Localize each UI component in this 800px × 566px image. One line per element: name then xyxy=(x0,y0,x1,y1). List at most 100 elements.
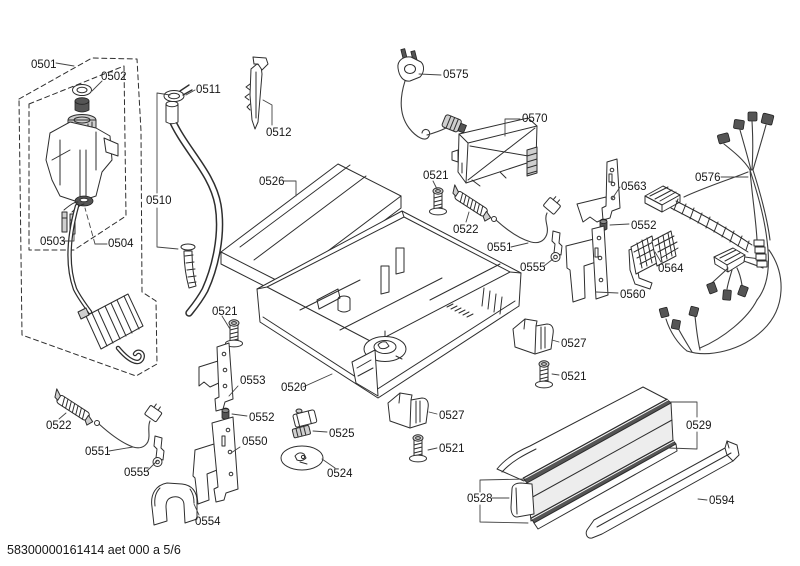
part-number-0555: 0555 xyxy=(520,262,546,274)
inlet-valve-assembly-region-0501 xyxy=(18,57,158,377)
callout-0570: 0570 xyxy=(504,113,548,137)
sensor-cable-0551-top xyxy=(491,196,561,244)
latch-0555-top xyxy=(550,230,563,262)
document-code: 58300000161414 aet 000 a 5/6 xyxy=(7,543,181,557)
power-cord-0575 xyxy=(397,48,467,140)
callout-0555-top: 0555 xyxy=(520,258,554,274)
bracket-0563 xyxy=(576,158,621,223)
part-number-0522: 0522 xyxy=(46,420,72,432)
part-number-0510: 0510 xyxy=(146,195,172,207)
part-number-0553: 0553 xyxy=(240,375,266,387)
screw-0521-right xyxy=(535,360,553,389)
clip-0552-left xyxy=(221,407,230,420)
callout-0575: 0575 xyxy=(418,69,469,81)
spring-0522-top xyxy=(446,184,496,224)
flow-heater-unit xyxy=(77,293,145,365)
part-number-0521: 0521 xyxy=(561,371,587,383)
part-number-0575: 0575 xyxy=(443,69,469,81)
callout-0521-left: 0521 xyxy=(212,306,238,330)
screw-0521-top xyxy=(429,187,447,216)
part-number-0594: 0594 xyxy=(709,495,735,507)
part-number-0554: 0554 xyxy=(195,516,221,528)
drain-spike-0512 xyxy=(244,56,269,130)
callout-0529: 0529 xyxy=(668,401,712,450)
sensor-cable-0551-left xyxy=(94,403,163,449)
callout-0522-top: 0522 xyxy=(453,211,479,236)
callout-0560: 0560 xyxy=(595,289,646,301)
latch-0555-left xyxy=(152,435,165,467)
microswitch-0525 xyxy=(291,408,318,439)
callout-0512: 0512 xyxy=(262,99,292,139)
callout-0521-right: 0521 xyxy=(551,371,587,383)
callout-0502: 0502 xyxy=(91,71,127,92)
callout-0501: 0501 xyxy=(31,59,75,71)
base-panel-assembly-0528 xyxy=(496,386,678,530)
part-number-0527: 0527 xyxy=(439,410,465,422)
corner-bracket-0554 xyxy=(151,482,198,526)
part-number-0521: 0521 xyxy=(439,443,465,455)
callout-0550: 0550 xyxy=(230,436,268,454)
part-number-0504: 0504 xyxy=(108,238,134,250)
callout-0551-left: 0551 xyxy=(85,446,134,458)
callout-0551-top: 0551 xyxy=(487,242,529,254)
part-number-0563: 0563 xyxy=(621,181,647,193)
callout-0564: 0564 xyxy=(654,251,684,275)
bracket-0560 xyxy=(565,225,609,303)
plinth-strip-0594 xyxy=(585,440,740,539)
part-number-0570: 0570 xyxy=(522,113,548,125)
wiring-harness-0576 xyxy=(644,111,782,355)
bracket-0550 xyxy=(192,416,239,505)
callout-0504: 0504 xyxy=(84,207,134,250)
part-number-0501: 0501 xyxy=(31,59,57,71)
cap-0502 xyxy=(72,84,92,96)
part-number-0502: 0502 xyxy=(101,71,127,83)
callout-0527-center: 0527 xyxy=(428,410,465,422)
part-number-0555: 0555 xyxy=(124,467,150,479)
part-number-0576: 0576 xyxy=(695,172,721,184)
part-number-0526: 0526 xyxy=(259,176,285,188)
part-number-0527: 0527 xyxy=(561,338,587,350)
terminal-block-0564 xyxy=(628,230,679,290)
part-number-0503: 0503 xyxy=(40,236,66,248)
aquastop-valve-assembly xyxy=(45,84,145,365)
part-number-0529: 0529 xyxy=(686,420,712,432)
part-number-0552: 0552 xyxy=(249,412,275,424)
part-number-0551: 0551 xyxy=(487,242,513,254)
callout-0520: 0520 xyxy=(281,373,333,394)
part-number-0511: 0511 xyxy=(196,84,221,96)
part-number-0552: 0552 xyxy=(631,220,657,232)
foot-0527-right xyxy=(512,318,554,355)
screw-0521-center xyxy=(409,434,427,463)
callout-0555-left: 0555 xyxy=(124,460,158,479)
inlet-hose-0510 xyxy=(165,100,224,317)
callout-0522-left: 0522 xyxy=(46,412,72,432)
sound-damper-disc-0524 xyxy=(280,445,324,471)
callout-0511: 0511 xyxy=(185,84,221,96)
part-number-0528: 0528 xyxy=(467,493,493,505)
part-number-0524: 0524 xyxy=(327,468,353,480)
callout-0510: 0510 xyxy=(146,92,179,250)
callout-0553: 0553 xyxy=(228,375,266,397)
part-number-0521: 0521 xyxy=(423,170,449,182)
callout-0528: 0528 xyxy=(467,478,529,524)
callout-0594: 0594 xyxy=(697,495,735,507)
callout-0521-top: 0521 xyxy=(423,170,449,190)
base-tray-0520 xyxy=(256,210,522,399)
callout-0525: 0525 xyxy=(312,428,355,440)
callout-0576: 0576 xyxy=(695,172,749,184)
callout-0526: 0526 xyxy=(259,176,297,197)
callout-0563: 0563 xyxy=(611,181,647,200)
callout-0524: 0524 xyxy=(321,458,353,480)
callout-0527-right: 0527 xyxy=(551,338,587,350)
callout-0552-right: 0552 xyxy=(609,220,657,232)
part-number-0512: 0512 xyxy=(266,127,292,139)
callout-0554: 0554 xyxy=(193,503,221,528)
part-number-0521: 0521 xyxy=(212,306,238,318)
part-number-0520: 0520 xyxy=(281,382,307,394)
callout-0552-left: 0552 xyxy=(231,412,275,424)
hose-clamp-0511 xyxy=(163,84,193,102)
leader-line xyxy=(55,62,75,67)
part-number-0551: 0551 xyxy=(85,446,111,458)
callout-0503: 0503 xyxy=(40,233,75,248)
